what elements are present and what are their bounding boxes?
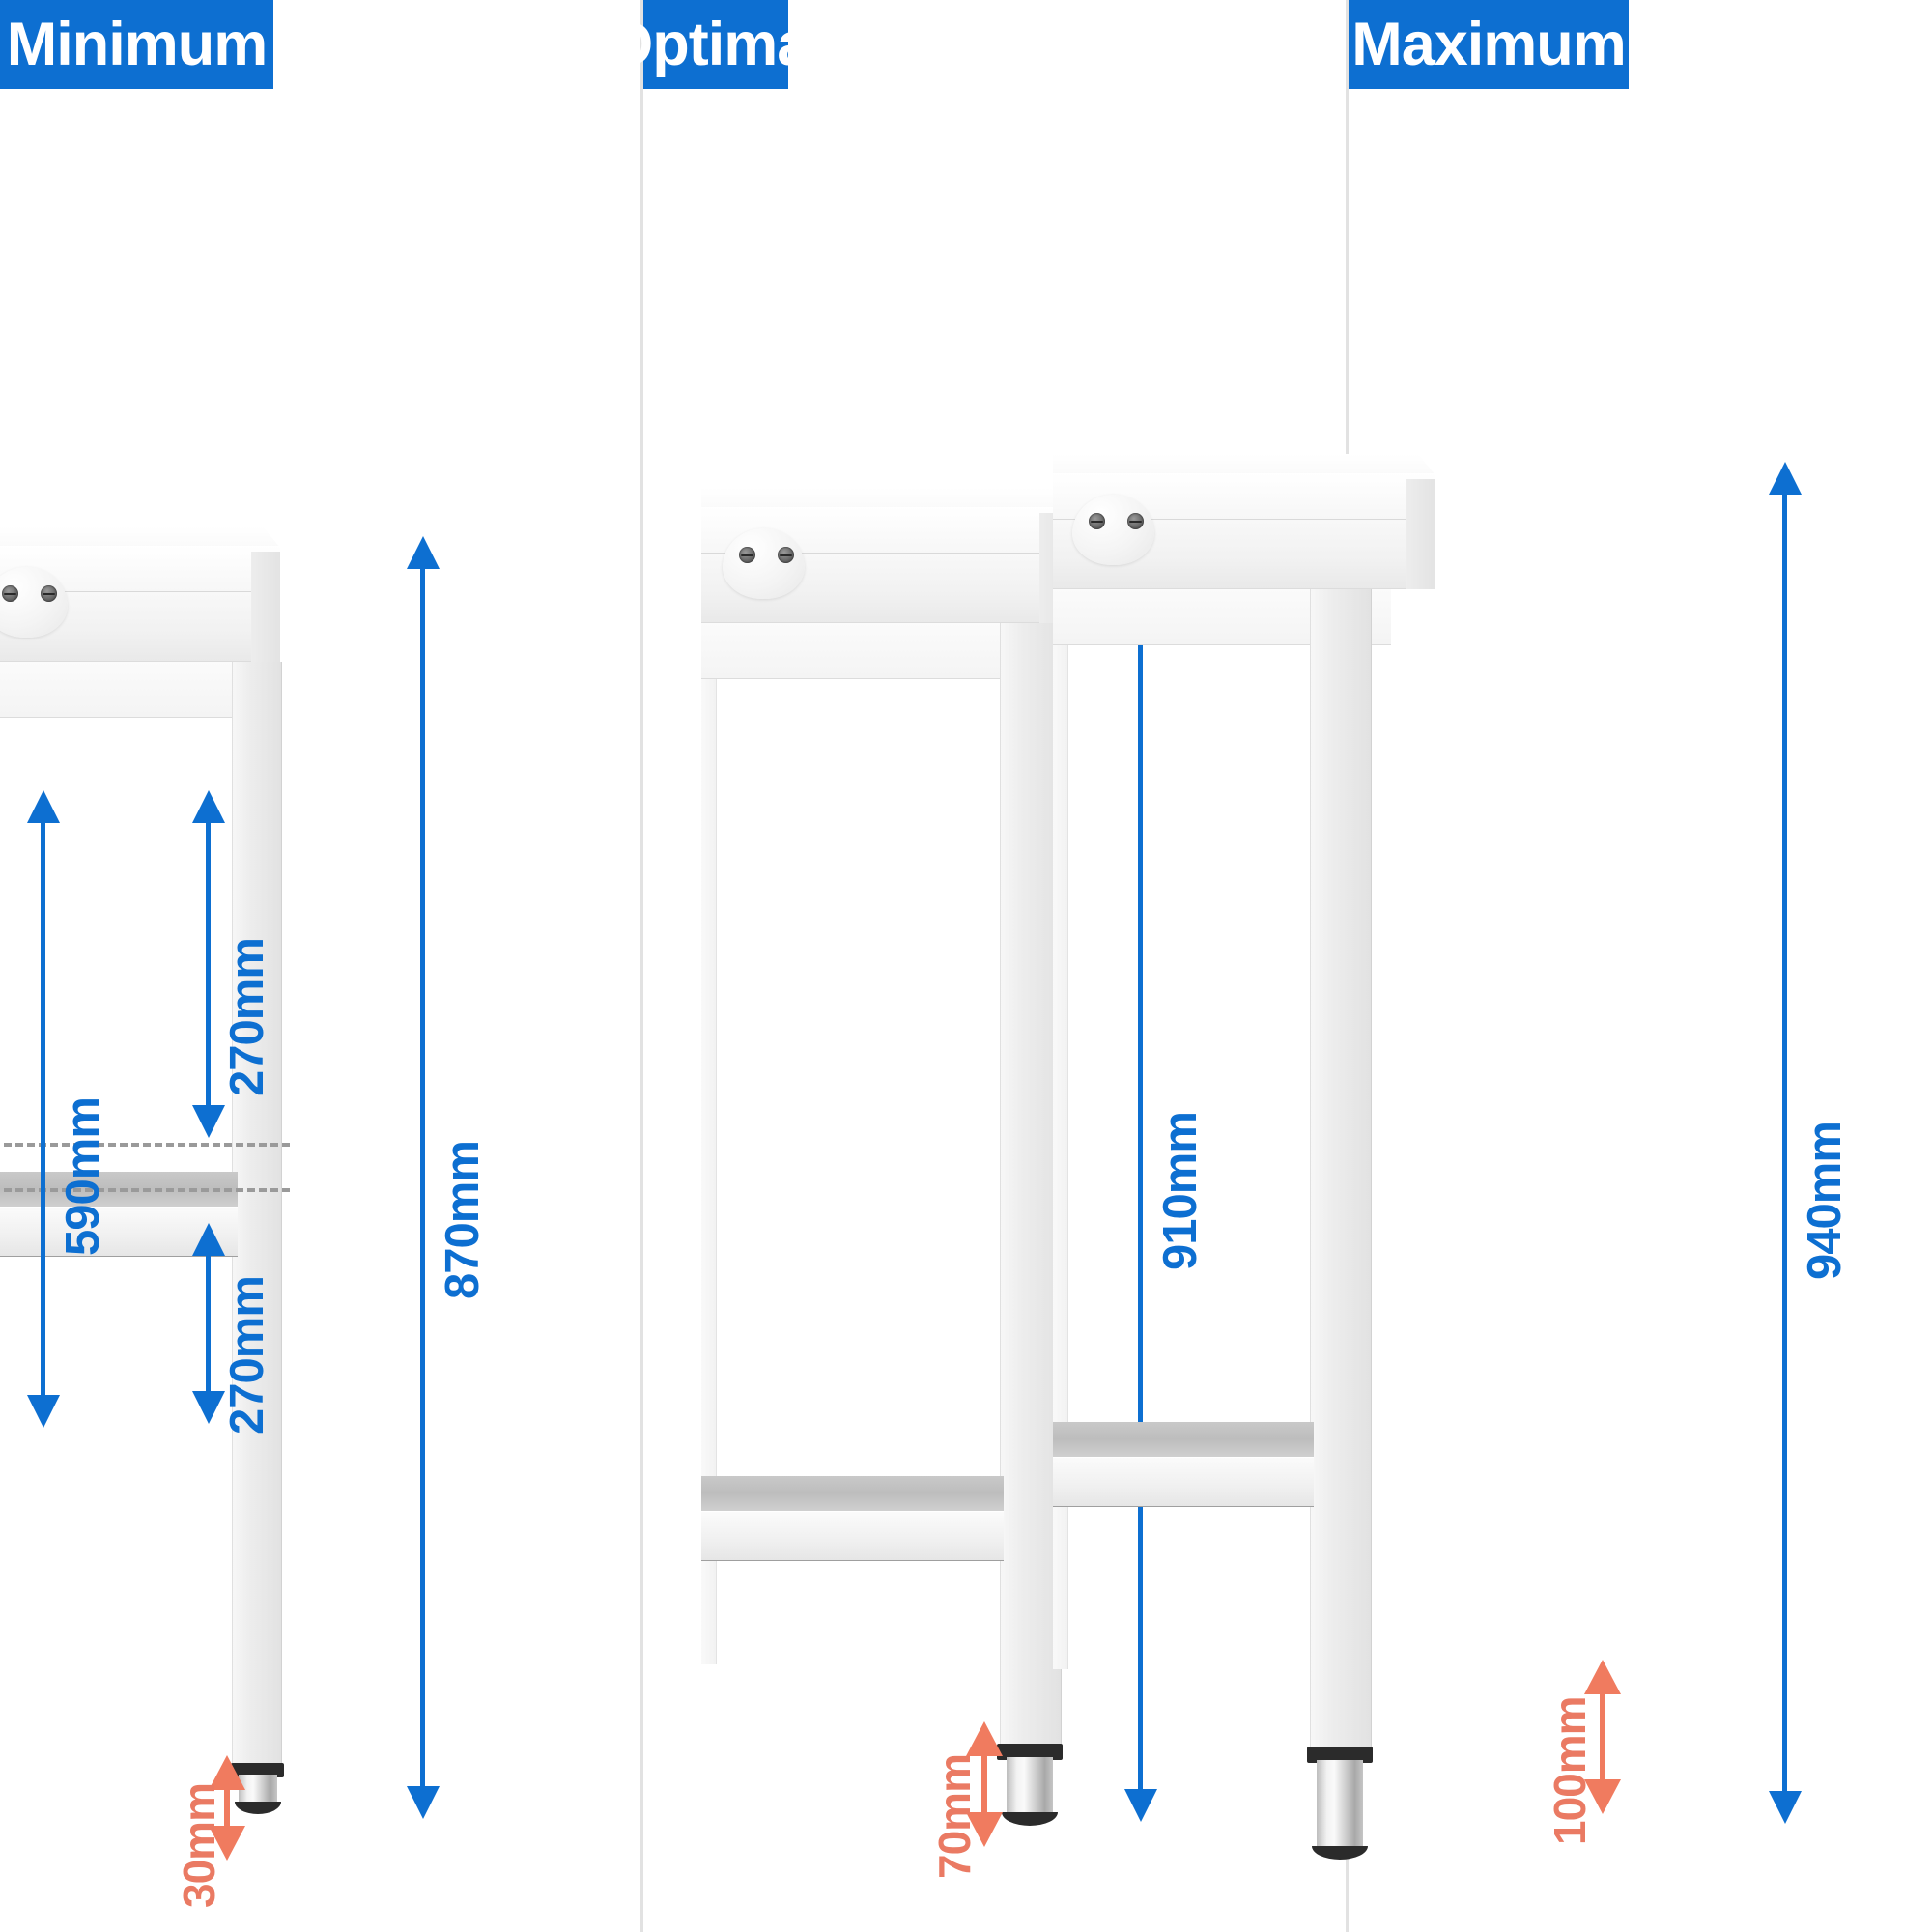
dim-910-arrow-bottom [1124, 1789, 1157, 1822]
bracket-screw-2-minimum [41, 585, 57, 602]
badge-minimum: Minimum [0, 0, 273, 89]
badge-optimal: Optimal [606, 0, 827, 89]
table-minimum [0, 526, 348, 1814]
dim-940-line [1782, 491, 1787, 1797]
bracket-screw-1-minimum [2, 585, 18, 602]
foot-cap-optimal [997, 1744, 1063, 1760]
table-optimal [701, 488, 1107, 1826]
worktop-bevel-maximum [1053, 454, 1435, 475]
dim-270-upper-label: 270mm [221, 938, 273, 1096]
leg-rear-maximum [1053, 645, 1068, 1669]
foot-70-label: 70mm [929, 1754, 980, 1879]
bracket-screw-2-maximum [1127, 513, 1144, 529]
bracket-screw-1-maximum [1089, 513, 1105, 529]
badge-maximum: Maximum [1349, 0, 1629, 89]
badge-minimum-label: Minimum [6, 10, 268, 78]
foot-cap-maximum [1307, 1747, 1373, 1763]
dim-870-arrow-top [407, 536, 440, 569]
bracket-screw-2-optimal [778, 547, 794, 563]
dim-270-upper-line [206, 819, 211, 1109]
dim-910-line [1138, 522, 1143, 1795]
foot-100-label: 100mm [1545, 1696, 1595, 1845]
foot-30-arrow-top [209, 1755, 245, 1790]
mounting-bracket-minimum [0, 567, 68, 638]
dim-940-label: 940mm [1799, 1122, 1851, 1280]
apron-side-minimum [251, 552, 280, 662]
lower-shelf-top-optimal [701, 1476, 1004, 1511]
leg-rear-optimal [701, 679, 717, 1664]
dim-590-arrow-top [27, 790, 60, 823]
badge-optimal-label: Optimal [606, 10, 827, 78]
adjustable-foot-maximum [1317, 1760, 1363, 1851]
reference-dashline-upper [0, 1143, 290, 1147]
apron-side-maximum [1406, 479, 1435, 589]
lower-shelf-face-optimal [701, 1511, 1004, 1561]
dim-870-arrow-bottom [407, 1786, 440, 1819]
foot-100-arrow-top [1584, 1660, 1621, 1694]
dim-590-arrow-bottom [27, 1395, 60, 1428]
badge-maximum-label: Maximum [1351, 10, 1627, 78]
foot-70-arrow-bottom [966, 1812, 1003, 1847]
worktop-bevel-minimum [0, 526, 280, 548]
mounting-bracket-optimal [723, 528, 805, 599]
bracket-screw-1-optimal [739, 547, 755, 563]
foot-30-label: 30mm [174, 1783, 224, 1908]
dim-270-lower-label: 270mm [221, 1276, 273, 1435]
mounting-bracket-maximum [1072, 495, 1154, 565]
dim-270-lower-arrow-top [192, 1223, 225, 1256]
dim-270-lower-arrow-bottom [192, 1391, 225, 1424]
dim-270-lower-line [206, 1252, 211, 1395]
dim-940-arrow-bottom [1769, 1791, 1802, 1824]
foot-100-line [1600, 1690, 1605, 1783]
rear-rail-optimal [701, 623, 1026, 679]
rear-rail-minimum [0, 662, 242, 718]
adjustable-foot-optimal [1007, 1757, 1053, 1817]
table-maximum [1053, 454, 1478, 1860]
dim-590-label: 590mm [57, 1097, 109, 1256]
dim-870-label: 870mm [437, 1141, 489, 1299]
foot-base-optimal [1002, 1812, 1058, 1826]
lower-shelf-top-maximum [1053, 1422, 1314, 1457]
foot-100-arrow-bottom [1584, 1779, 1621, 1814]
lower-shelf-face-maximum [1053, 1457, 1314, 1507]
foot-base-maximum [1312, 1846, 1368, 1860]
foot-base-minimum [235, 1802, 281, 1814]
leg-front-maximum [1310, 589, 1372, 1747]
dim-870-line [420, 565, 425, 1792]
foot-70-line [981, 1752, 987, 1816]
dim-940-arrow-top [1769, 462, 1802, 495]
panel-divider-1 [640, 0, 643, 1932]
dim-270-upper-arrow-top [192, 790, 225, 823]
reference-dashline-lower [0, 1188, 290, 1192]
foot-30-line [224, 1786, 230, 1831]
dim-590-line [41, 819, 45, 1399]
foot-30-arrow-bottom [209, 1826, 245, 1861]
dim-270-upper-arrow-bottom [192, 1105, 225, 1138]
foot-70-arrow-top [966, 1721, 1003, 1756]
worktop-bevel-optimal [701, 488, 1068, 509]
